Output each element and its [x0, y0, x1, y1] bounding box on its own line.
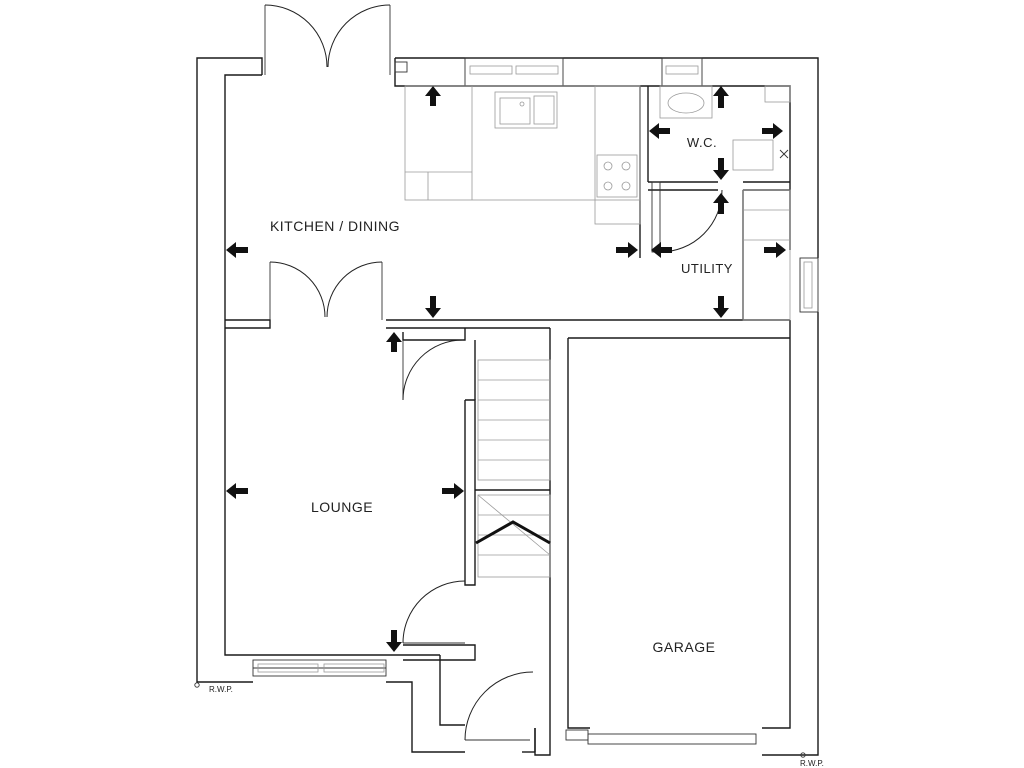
label-wc: W.C.: [687, 135, 717, 150]
rwp-annotations: R.W.P. R.W.P.: [194, 682, 824, 768]
label-garage: GARAGE: [653, 639, 716, 655]
dimension-arrow-icon: [649, 123, 670, 139]
internal-walls: [225, 86, 819, 661]
toilet-icon: [732, 139, 789, 171]
stair-direction-chevron: [475, 520, 551, 545]
basin-icon: [659, 85, 713, 119]
rwp-label-right: R.W.P.: [800, 759, 824, 768]
stairs-icon: [475, 359, 551, 578]
dimension-arrows: [226, 86, 786, 652]
utility-fixtures: [742, 189, 791, 321]
sink-icon: [494, 91, 558, 129]
dimension-arrow-icon: [713, 193, 729, 214]
label-kitchen-dining: KITCHEN / DINING: [270, 218, 400, 234]
room-labels: KITCHEN / DINING W.C. UTILITY LOUNGE GAR…: [270, 135, 733, 655]
dimension-arrow-icon: [651, 242, 672, 258]
rwp-label-left: R.W.P.: [209, 685, 233, 694]
dimension-arrow-icon: [386, 332, 402, 352]
top-windows: [394, 57, 757, 745]
dimension-arrow-icon: [764, 242, 786, 258]
dimension-arrow-icon: [762, 123, 783, 139]
dimension-arrow-icon: [226, 483, 248, 499]
dimension-arrow-icon: [425, 296, 441, 318]
dimension-arrow-icon: [713, 296, 729, 318]
dimension-arrow-icon: [713, 86, 729, 108]
dimension-arrow-icon: [713, 158, 729, 180]
dimension-arrow-icon: [616, 242, 638, 258]
kitchen-fixtures: [404, 85, 641, 225]
dimension-arrow-icon: [442, 483, 464, 499]
label-lounge: LOUNGE: [311, 499, 373, 515]
door-swing-icon: [264, 4, 328, 68]
outer-walls: [196, 57, 819, 756]
dimension-arrow-icon: [386, 630, 402, 652]
hob-icon: [596, 154, 638, 198]
dimension-arrow-icon: [226, 242, 248, 258]
dimension-arrow-icon: [425, 86, 441, 106]
label-utility: UTILITY: [681, 261, 733, 276]
doors: [264, 4, 723, 741]
wc-fixtures: [659, 85, 791, 171]
